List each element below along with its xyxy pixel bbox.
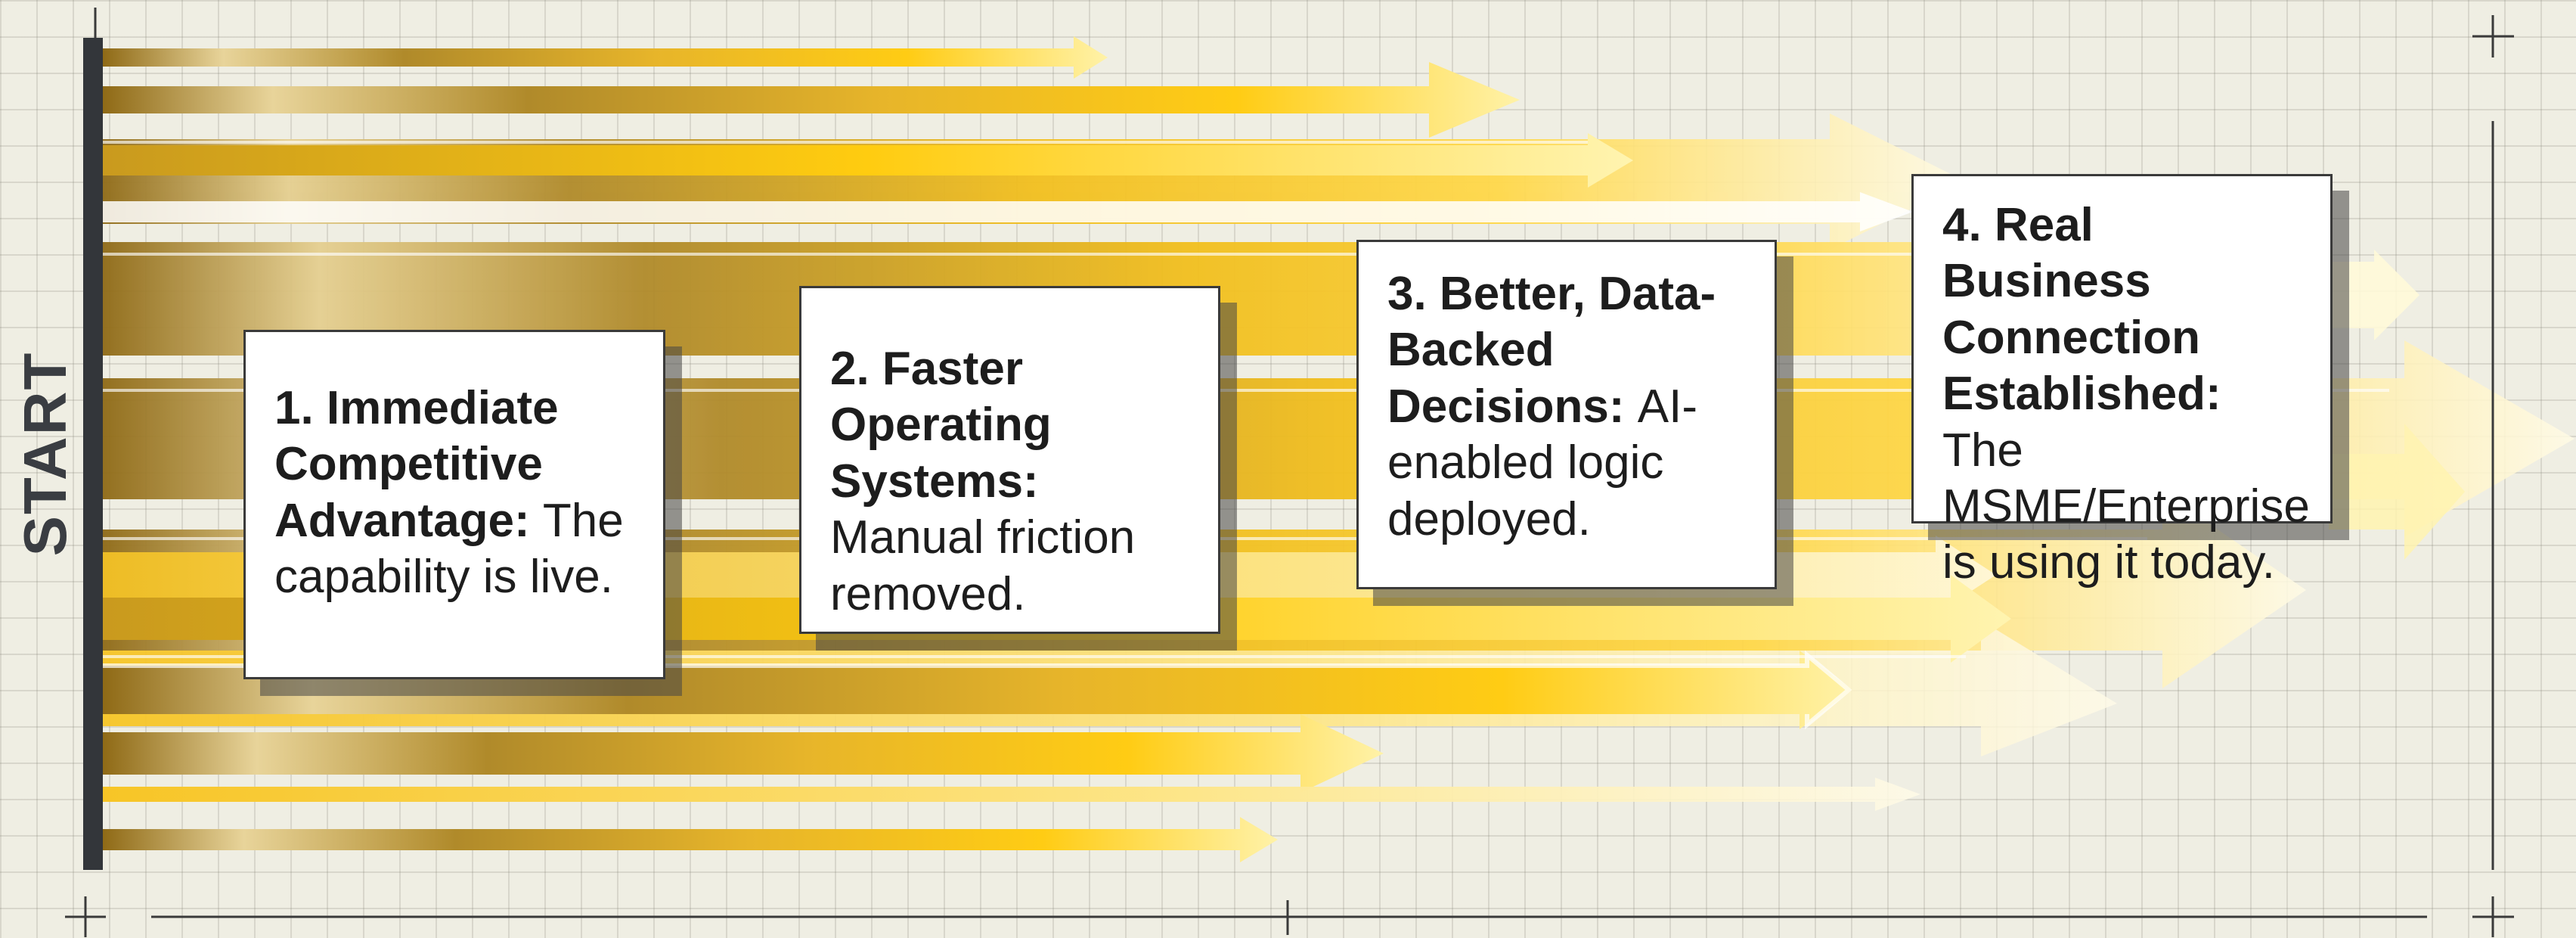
arrow-right-icon [103,817,1278,862]
milestone-heading: 1. Immediate Competitive Advantage: [274,382,559,547]
start-label: START [11,351,79,557]
milestone-body: The MSME/Enterprise is using it today. [1942,424,2310,589]
milestone-heading: 2. Faster Operating Systems: [830,343,1052,508]
arrow-right-icon [103,133,1633,188]
milestone-card-4: 4. Real Business Connection Established:… [1911,174,2333,589]
milestone-card-1: 1. Immediate Competitive Advantage: The … [243,330,665,679]
start-bar [83,38,103,870]
milestone-body: The capability is live. [274,494,624,604]
milestone-heading: 3. Better, Data-Backed Decisions: [1387,268,1716,433]
crosshair-icon [2472,15,2514,57]
arrow-right-icon [2329,424,2465,560]
arrow-right-icon [103,650,1852,730]
milestone-card-2: 2. Faster Operating Systems: Manual fric… [799,286,1220,634]
arrow-right-icon [103,778,1920,811]
milestone-heading: 4. Real Business Connection Established: [1942,199,2221,421]
arrow-right-icon [103,62,1520,138]
arrow-right-icon [103,714,1384,793]
crosshair-icon [2472,896,2514,937]
arrow-band [103,113,1966,250]
milestone-card-3: 3. Better, Data-Backed Decisions: AI-ena… [1356,240,1777,589]
crosshair-icon [65,896,106,937]
milestone-body: Manual friction removed. [830,511,1136,620]
arrow-right-icon [103,36,1108,79]
milestone-body: AI-enabled logic deployed. [1387,380,1698,545]
arrow-right-icon [103,192,1913,231]
